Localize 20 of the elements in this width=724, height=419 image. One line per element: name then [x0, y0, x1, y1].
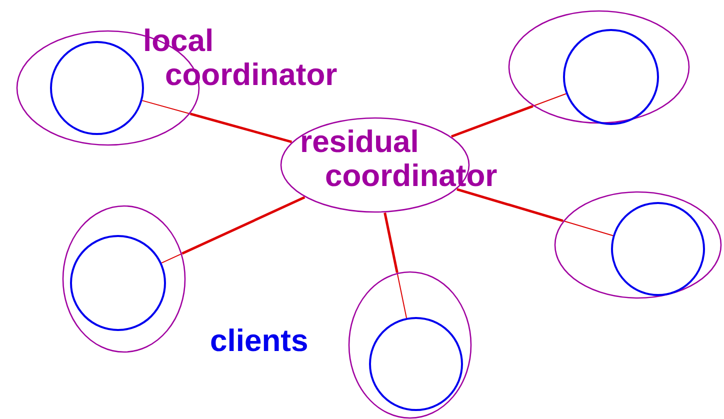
connector-line [190, 112, 292, 144]
circle [70, 235, 166, 331]
connector-line [161, 253, 183, 264]
connector-line [562, 220, 614, 236]
connector-line [142, 100, 191, 114]
circle [50, 41, 144, 135]
ellipse [348, 271, 472, 419]
circle [563, 29, 659, 125]
connector-line [532, 93, 567, 107]
ellipse [62, 205, 186, 353]
connector-line [396, 272, 408, 318]
ellipse [508, 10, 690, 124]
connector-line [456, 188, 564, 222]
connector-line [451, 104, 534, 138]
circle [611, 202, 705, 296]
circle [369, 317, 463, 411]
connector-line [384, 212, 398, 273]
connector-line [182, 196, 306, 255]
ellipse [554, 191, 722, 299]
annotation-label: clients [210, 324, 308, 358]
